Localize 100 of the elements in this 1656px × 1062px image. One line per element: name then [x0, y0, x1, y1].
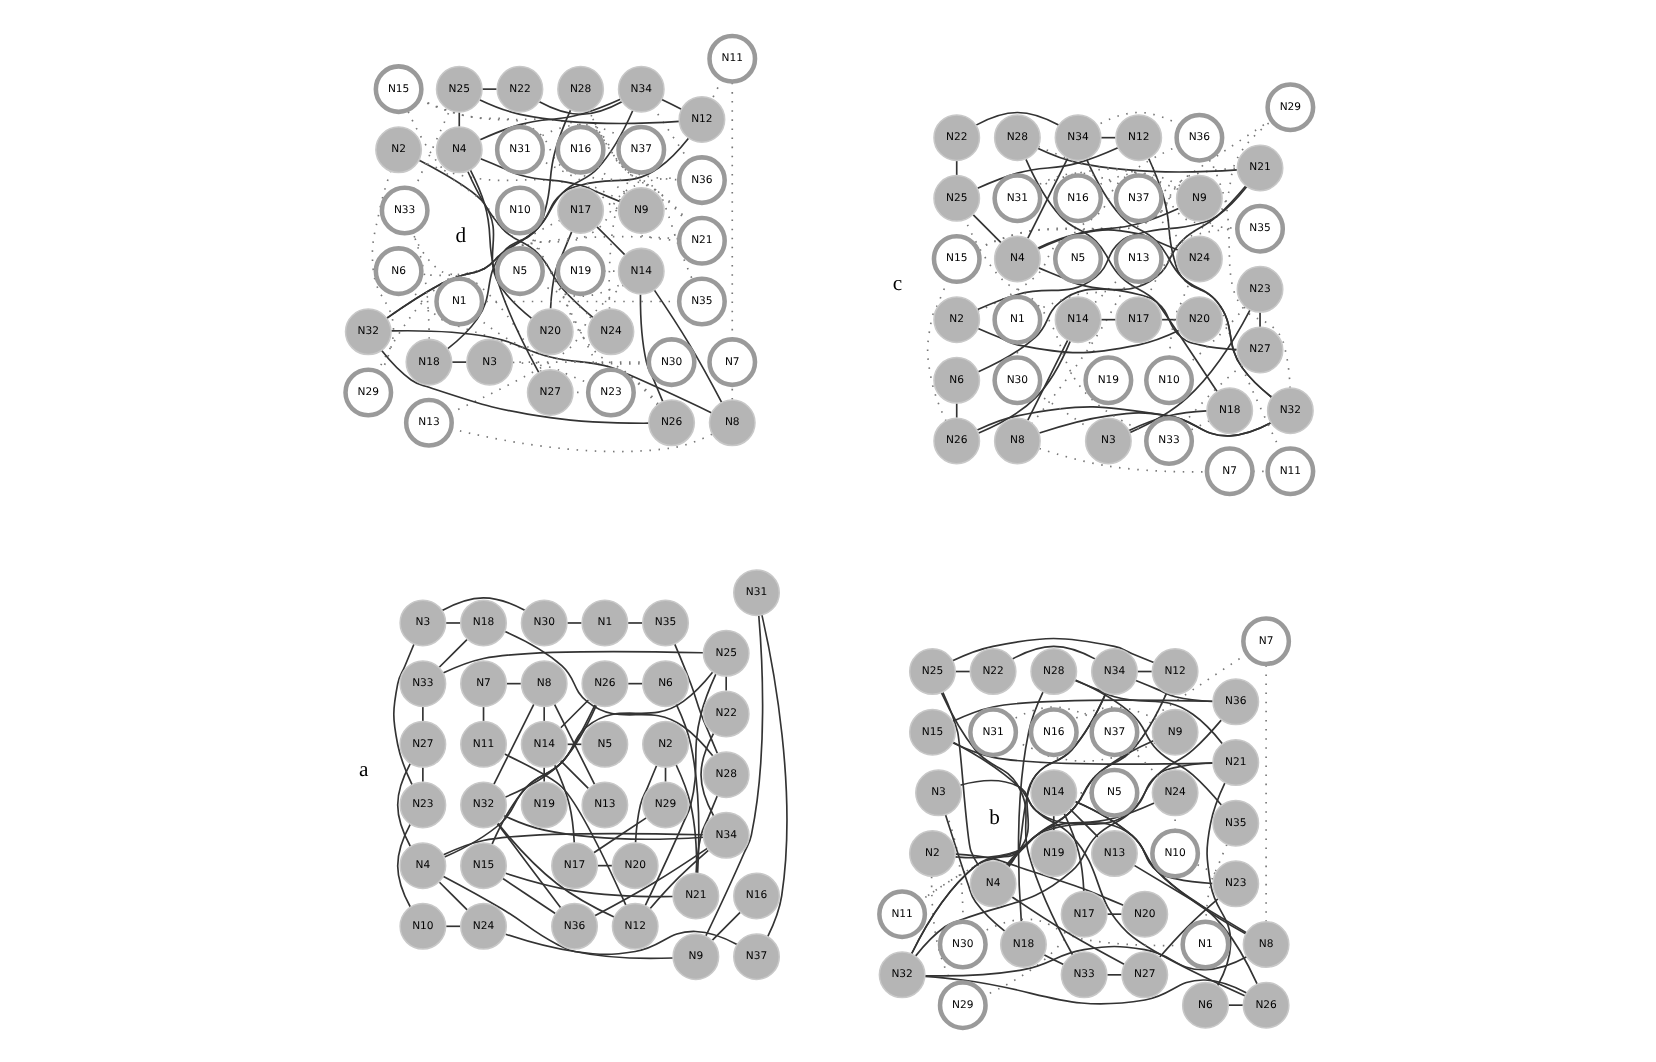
connector [593, 817, 648, 854]
connector [1043, 953, 1065, 966]
connector [1096, 172, 1181, 187]
connector [442, 650, 704, 674]
connector [977, 119, 1273, 312]
connector [1158, 898, 1219, 958]
connector [1085, 158, 1273, 399]
connector [1106, 913, 1123, 915]
connector [478, 98, 681, 125]
connector [1017, 690, 1044, 923]
connector [673, 643, 719, 755]
label: c [892, 274, 903, 297]
label: a [359, 759, 369, 782]
connector [445, 622, 462, 624]
connector [443, 671, 714, 858]
connector [1026, 339, 1069, 422]
connector [976, 146, 1119, 190]
connector [649, 849, 710, 910]
connector [479, 98, 622, 141]
connector [502, 877, 557, 915]
connector [396, 823, 412, 908]
connector [608, 170, 634, 310]
connector [1011, 896, 1126, 966]
connector [458, 111, 461, 128]
connector [955, 402, 958, 419]
connector [1072, 706, 1157, 721]
connector [944, 813, 1006, 932]
connector [1074, 679, 1224, 745]
connector [422, 766, 424, 783]
label: b [989, 808, 1000, 831]
connector [559, 698, 590, 729]
connector [1133, 864, 1248, 934]
connector [442, 875, 674, 960]
connector [553, 764, 576, 844]
connector [1005, 802, 1156, 866]
connector [976, 145, 1179, 250]
connector [951, 742, 1214, 765]
connector [588, 109, 694, 282]
connector [975, 111, 1060, 126]
connector [496, 822, 562, 909]
connector [959, 779, 1214, 885]
connector [559, 759, 590, 790]
connector [914, 719, 1223, 957]
connector [644, 673, 717, 907]
connector [1026, 157, 1069, 240]
connector [467, 170, 594, 319]
connector [634, 764, 658, 844]
connector [1036, 147, 1239, 173]
connector [553, 703, 596, 786]
connector [761, 614, 788, 938]
connector [549, 231, 573, 310]
connector [1106, 974, 1123, 976]
connector [725, 675, 728, 692]
connector [469, 169, 540, 374]
connector [491, 704, 598, 845]
connector [411, 289, 659, 405]
connector [711, 911, 742, 941]
connector [977, 327, 1181, 354]
connector [538, 100, 623, 116]
connector [955, 160, 958, 177]
connector [1037, 267, 1238, 351]
connector [910, 692, 1168, 955]
connector [1037, 207, 1180, 250]
connector [446, 109, 572, 350]
connector [940, 692, 1074, 956]
connector [951, 637, 1155, 664]
connector [1135, 679, 1214, 703]
connector [954, 853, 1125, 907]
connector [1036, 229, 1179, 251]
connector [1025, 158, 1218, 393]
connector [380, 349, 650, 425]
connector [910, 692, 1107, 955]
connector [924, 975, 1248, 1005]
connector [595, 225, 626, 256]
connector [1007, 692, 1107, 868]
connector [1128, 410, 1208, 432]
connector [441, 596, 526, 612]
connector [396, 762, 412, 848]
connector [1037, 145, 1238, 230]
connector [660, 98, 683, 111]
connector [479, 157, 621, 203]
connector [1038, 412, 1272, 437]
connector [481, 88, 498, 90]
connector [1259, 311, 1261, 328]
connector [445, 925, 462, 928]
connector [1011, 645, 1096, 660]
connector [924, 945, 1248, 977]
connector [390, 329, 713, 414]
connector [386, 109, 634, 320]
connector [942, 691, 980, 867]
connector [1036, 168, 1179, 191]
connector [627, 622, 644, 624]
connector [504, 703, 596, 799]
connector [700, 732, 715, 817]
connector [695, 795, 719, 874]
label: d [455, 225, 467, 248]
connector [1074, 800, 1247, 935]
connector [977, 185, 1247, 373]
connector [442, 832, 704, 856]
connector [1063, 812, 1085, 893]
